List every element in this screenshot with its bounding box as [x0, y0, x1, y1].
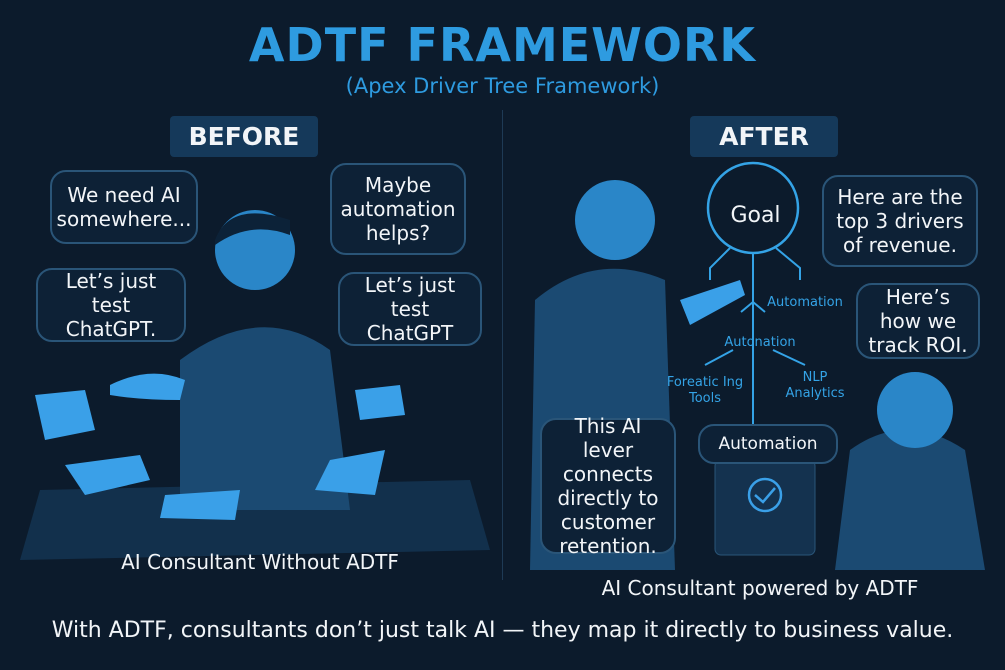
page-subtitle: (Apex Driver Tree Framework)	[345, 74, 660, 98]
speech-bubble: This AI lever connects directly to custo…	[540, 414, 676, 558]
tree-node: Autonation	[724, 335, 796, 350]
check-icon	[747, 477, 783, 513]
before-caption: AI Consultant Without ADTF	[121, 550, 399, 574]
after-label: AFTER	[690, 116, 838, 157]
paper-icon	[35, 390, 95, 440]
tree-node: NLP Analytics	[785, 370, 845, 401]
speech-bubble: We need AI somewhere...	[50, 170, 198, 244]
footer-tagline: With ADTF, consultants don’t just talk A…	[51, 618, 954, 643]
speech-bubble: Here are the top 3 drivers of revenue.	[822, 175, 978, 267]
divider	[502, 110, 503, 580]
speech-bubble: Here’s how we track ROI.	[856, 283, 980, 359]
tree-node: Foreatic Ing Tools	[666, 375, 744, 406]
paper-icon	[355, 385, 405, 420]
tree-node: Automation	[767, 295, 843, 310]
tree-node-automation: Automation	[698, 424, 838, 464]
speech-bubble: Let’s just test ChatGPT	[338, 272, 482, 346]
confused-consultant-illustration	[20, 210, 490, 560]
speech-bubble: Let’s just test ChatGPT.	[36, 268, 186, 342]
after-caption: AI Consultant powered by ADTF	[601, 576, 919, 600]
goal-node: Goal	[730, 202, 781, 228]
before-label: BEFORE	[170, 116, 318, 157]
speech-bubble: Maybe automation helps?	[330, 163, 466, 255]
page-title: ADTF FRAMEWORK	[248, 18, 757, 72]
